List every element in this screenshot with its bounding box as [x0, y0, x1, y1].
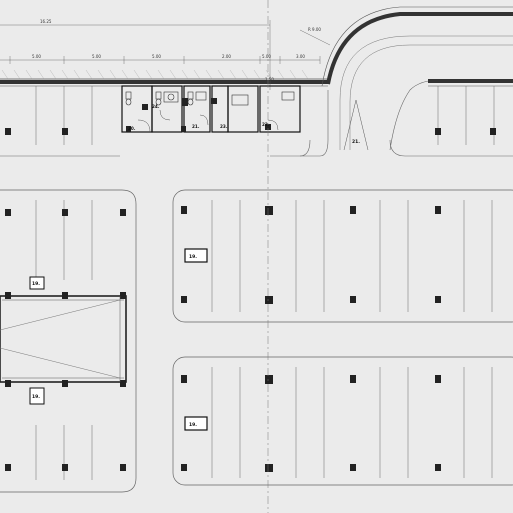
room-label-22: 22.	[262, 122, 270, 127]
top-wall	[0, 69, 330, 87]
parking-label-upper-left: 19.	[32, 281, 40, 287]
column-icon	[126, 98, 271, 132]
room-label-20: 20.	[128, 126, 136, 131]
ramp-label: 21.	[352, 139, 360, 145]
top-parking-row	[0, 86, 496, 157]
sink-icon	[163, 91, 295, 103]
label-box-left-lower: 19.	[29, 387, 45, 405]
toilet-icon	[125, 91, 249, 106]
dimension-segment-1: 5.00	[32, 54, 41, 59]
parking-bay-mid-upper: 19.	[172, 189, 513, 323]
room-label-24: 24.	[152, 104, 160, 109]
label-box-left-upper: 19.	[29, 276, 45, 290]
door-swing-icon	[137, 109, 279, 133]
parking-bay-mid-lower: 19.	[172, 356, 513, 486]
parking-label-upper-mid: 19.	[189, 254, 197, 260]
service-rooms	[121, 85, 301, 133]
room-label-23: 23.	[220, 124, 228, 129]
dimension-segment-4: 2.00	[222, 54, 231, 59]
dimension-segment-2: 5.00	[92, 54, 101, 59]
parking-label-lower-left: 19.	[32, 394, 40, 400]
dimension-segment-6: 3.00	[296, 54, 305, 59]
dimension-segment-5: 5.00	[262, 54, 271, 59]
parking-bay-left-upper	[0, 189, 137, 493]
dimension-lines	[0, 20, 331, 90]
parking-label-lower-mid: 19.	[189, 422, 197, 428]
dimension-segment-3: 5.00	[152, 54, 161, 59]
curved-ramp	[300, 6, 513, 157]
dimension-overall: 16.25	[40, 19, 52, 24]
dimension-offset: 1.50	[265, 77, 274, 82]
ramp-opening	[0, 295, 127, 383]
room-label-21: 21.	[192, 124, 200, 129]
dimension-radius: R 9.00	[308, 27, 321, 32]
